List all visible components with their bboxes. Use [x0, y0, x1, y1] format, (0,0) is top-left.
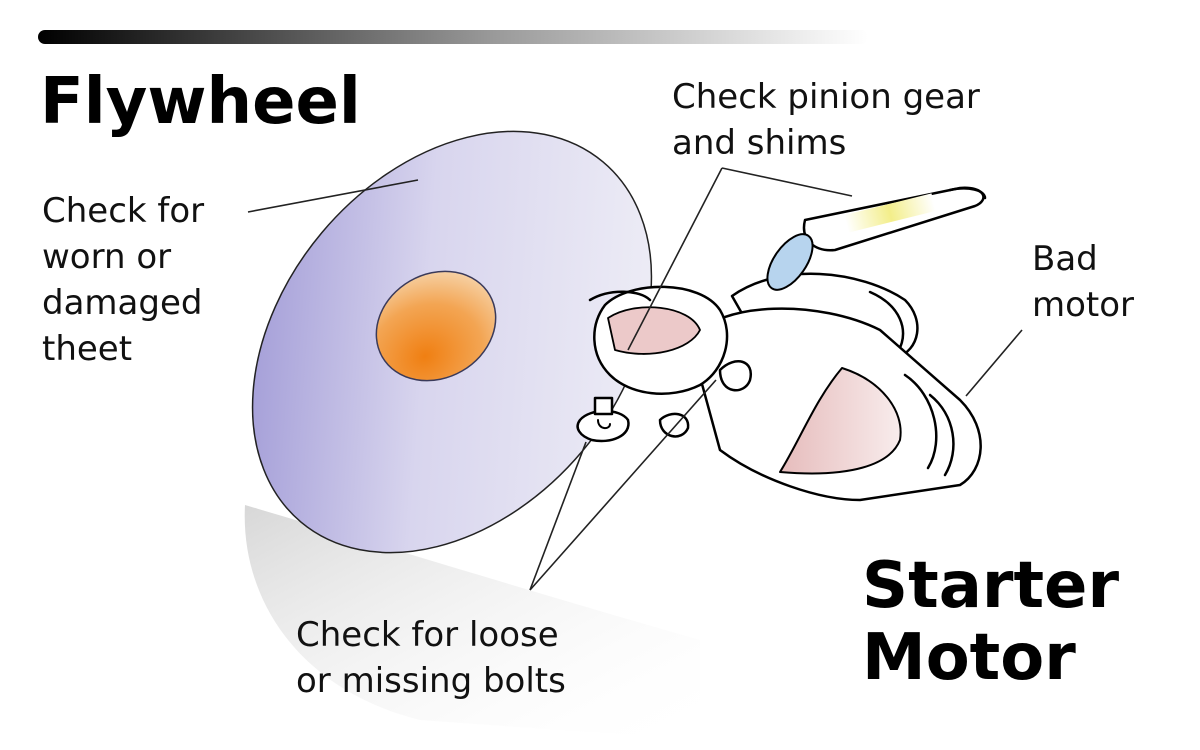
callout-pinion: Check pinion gear and shims — [672, 74, 980, 166]
callout-teeth-line: worn or — [42, 237, 172, 277]
callout-bolts-line: or missing bolts — [296, 661, 566, 701]
callout-pinion-line: Check pinion gear — [672, 77, 980, 117]
leader-lines — [247, 167, 1023, 591]
callout-motor-line: Bad — [1032, 239, 1098, 279]
leader-pinion-left — [627, 167, 723, 351]
callout-teeth: Check for worn or damaged theet — [42, 188, 204, 372]
title-starter-line1: Starter — [862, 549, 1119, 623]
starter-motor — [576, 186, 987, 502]
callout-motor: Bad motor — [1032, 236, 1134, 328]
flywheel-hub — [375, 270, 497, 382]
leader-teeth — [247, 179, 419, 213]
flywheel-shadow — [244, 505, 701, 740]
callout-pinion-line: and shims — [672, 123, 847, 163]
leader-pinion-right — [721, 167, 853, 197]
leader-motor — [965, 329, 1023, 397]
callout-bolts: Check for loose or missing bolts — [296, 612, 566, 704]
title-flywheel: Flywheel — [40, 66, 361, 138]
header-gradient-bar — [38, 30, 868, 44]
callout-motor-line: motor — [1032, 285, 1135, 325]
callout-teeth-line: Check for — [42, 191, 205, 231]
callout-teeth-line: theet — [42, 329, 133, 369]
title-starter-motor: Starter Motor — [862, 550, 1119, 694]
title-starter-line2: Motor — [862, 621, 1076, 695]
callout-bolts-line: Check for loose — [296, 615, 559, 655]
leader-bolts-right — [529, 379, 717, 591]
title-flywheel-text: Flywheel — [40, 65, 361, 139]
leader-bolts-left — [529, 441, 587, 591]
callout-teeth-line: damaged — [42, 283, 203, 323]
